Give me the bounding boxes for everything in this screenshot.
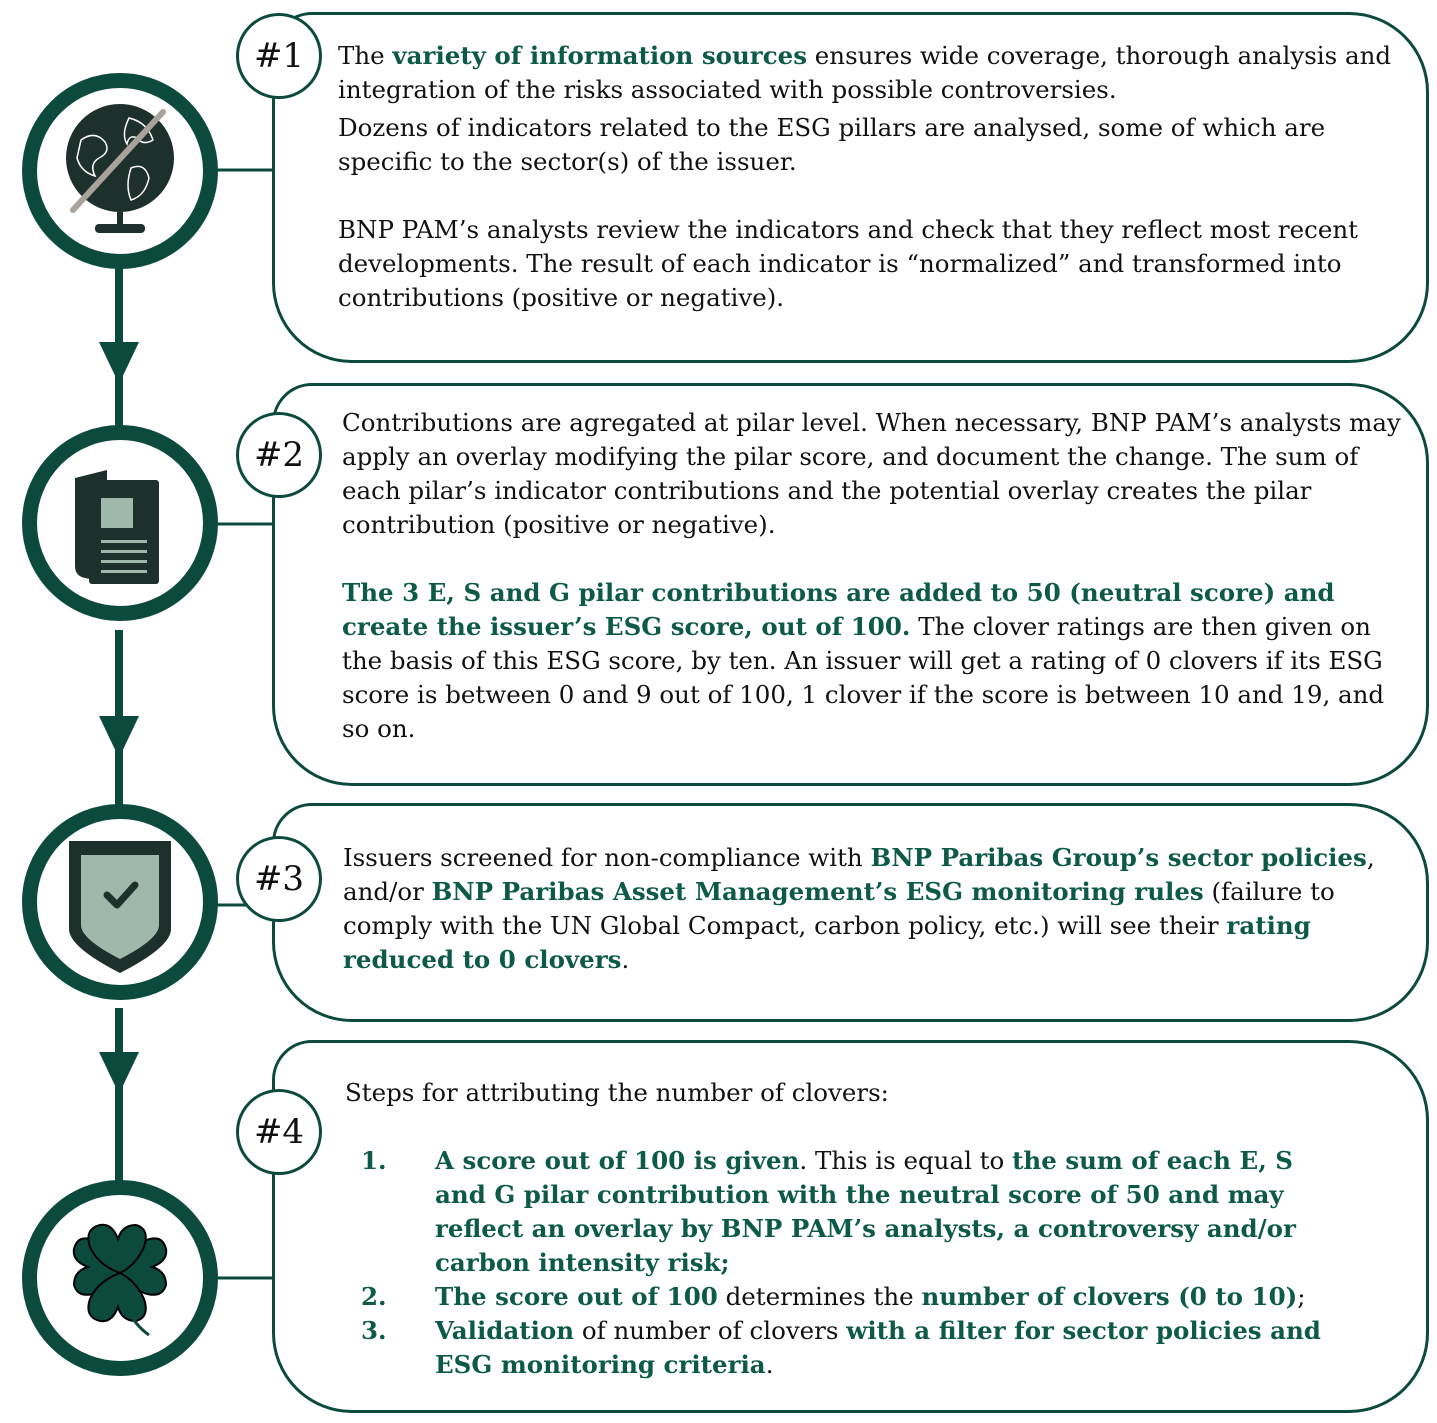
highlight-text: number of clovers (0 to 10) (921, 1282, 1298, 1311)
highlight-text: The score out of 100 (435, 1282, 718, 1311)
clover-steps-list: 1. A score out of 100 is given. This is … (345, 1144, 1345, 1382)
highlight-text: A score out of 100 is given (435, 1146, 800, 1175)
step-3-icon-circle (22, 804, 218, 1000)
step-3-text: Issuers screened for non-compliance with… (343, 841, 1418, 977)
list-number: 3. (361, 1316, 387, 1345)
step-2-paragraph: The 3 E, S and G pilar contributions are… (342, 578, 1385, 743)
shield-check-icon (69, 841, 171, 973)
step-1-icon-circle (22, 73, 218, 269)
step-2-text: Contributions are agregated at pilar lev… (342, 406, 1417, 746)
step-4-text: Steps for attributing the number of clov… (345, 1076, 1345, 1382)
list-item: 1. A score out of 100 is given. This is … (361, 1144, 1345, 1280)
step-4-box (272, 1040, 1429, 1413)
list-number: 2. (361, 1282, 387, 1311)
step-1-paragraph: Dozens of indicators related to the ESG … (338, 113, 1326, 176)
step-2-badge: #2 (236, 412, 322, 498)
step-3-box (272, 803, 1429, 1022)
step-4-intro: Steps for attributing the number of clov… (345, 1078, 889, 1107)
highlight-text: BNP Paribas Group’s sector policies (870, 843, 1367, 872)
arrow-down-icon (99, 716, 139, 758)
highlight-text: with a filter for sector policies and ES… (435, 1316, 1321, 1379)
step-3-badge: #3 (236, 836, 322, 922)
step-4-badge: #4 (236, 1089, 322, 1175)
step-1-text: The variety of information sources ensur… (338, 39, 1413, 315)
highlight-text: variety of information sources (392, 41, 807, 70)
step-2-icon-circle (22, 425, 218, 621)
clover-icon (72, 1223, 168, 1337)
arrow-down-icon (99, 342, 139, 384)
list-item: 3. Validation of number of clovers with … (361, 1314, 1345, 1382)
highlight-text: the sum of each E, S and G pilar contrib… (435, 1146, 1296, 1277)
highlight-text: rating reduced to 0 clovers (343, 911, 1311, 974)
arrow-down-icon (99, 1052, 139, 1094)
step-2-paragraph: Contributions are agregated at pilar lev… (342, 408, 1401, 539)
highlight-text: The 3 E, S and G pilar contributions are… (342, 578, 1335, 641)
step-1-box (272, 12, 1429, 363)
step-4-icon-circle (22, 1180, 218, 1376)
list-number: 1. (361, 1146, 387, 1175)
document-icon (75, 470, 159, 584)
step-2-box (272, 383, 1429, 786)
step-1-badge: #1 (236, 13, 322, 99)
step-3-paragraph: Issuers screened for non-compliance with… (343, 843, 1375, 974)
highlight-text: BNP Paribas Asset Management’s ESG monit… (431, 877, 1204, 906)
list-item: 2. The score out of 100 determines the n… (361, 1280, 1345, 1314)
step-1-paragraph: The variety of information sources ensur… (338, 41, 1392, 104)
highlight-text: Validation (435, 1316, 575, 1345)
globe-icon (66, 104, 174, 233)
step-1-paragraph: BNP PAM’s analysts review the indicators… (338, 215, 1358, 312)
